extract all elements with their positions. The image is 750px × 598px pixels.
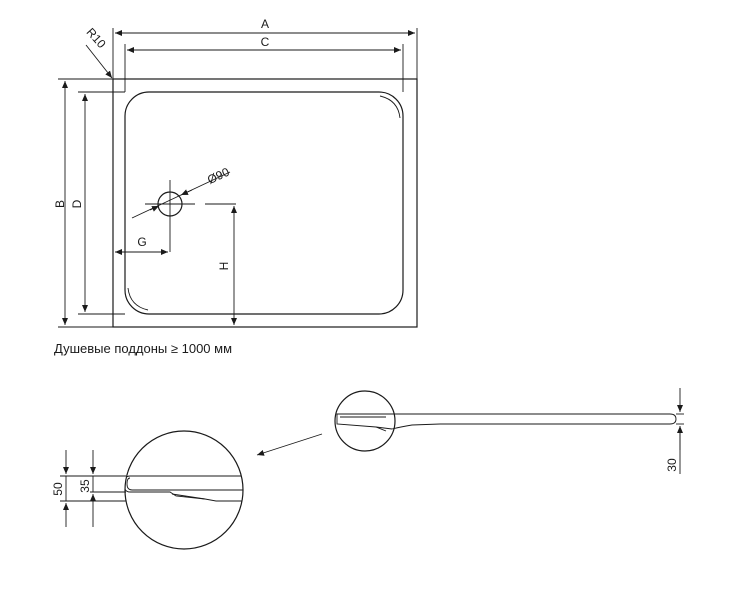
drawing-caption: Душевые поддоны ≥ 1000 мм bbox=[54, 341, 233, 356]
radius-leader bbox=[85, 44, 113, 79]
overall-height-label: 30 bbox=[665, 458, 679, 472]
drain-diameter-label: Ø90 bbox=[205, 165, 232, 187]
tray-basin bbox=[124, 91, 404, 315]
dimension-g-label: G bbox=[137, 235, 146, 249]
detail-height-total-label: 50 bbox=[51, 482, 65, 496]
section-view: 30 50 35 bbox=[51, 388, 684, 550]
dimension-h-label: H bbox=[217, 262, 231, 271]
detail-pointer-arrow bbox=[256, 433, 323, 456]
dimension-d-label: D bbox=[70, 199, 84, 208]
dimension-a-label: A bbox=[261, 17, 269, 31]
dimension-b-label: B bbox=[53, 200, 67, 208]
dimension-c-label: C bbox=[261, 35, 270, 49]
detail-marker-circle bbox=[334, 390, 396, 452]
tray-section-profile bbox=[336, 413, 677, 430]
detail-height-inner-label: 35 bbox=[78, 479, 92, 493]
tray-outline bbox=[112, 78, 418, 328]
plan-view: A C R10 B D Ø90 G H bbox=[53, 17, 418, 328]
